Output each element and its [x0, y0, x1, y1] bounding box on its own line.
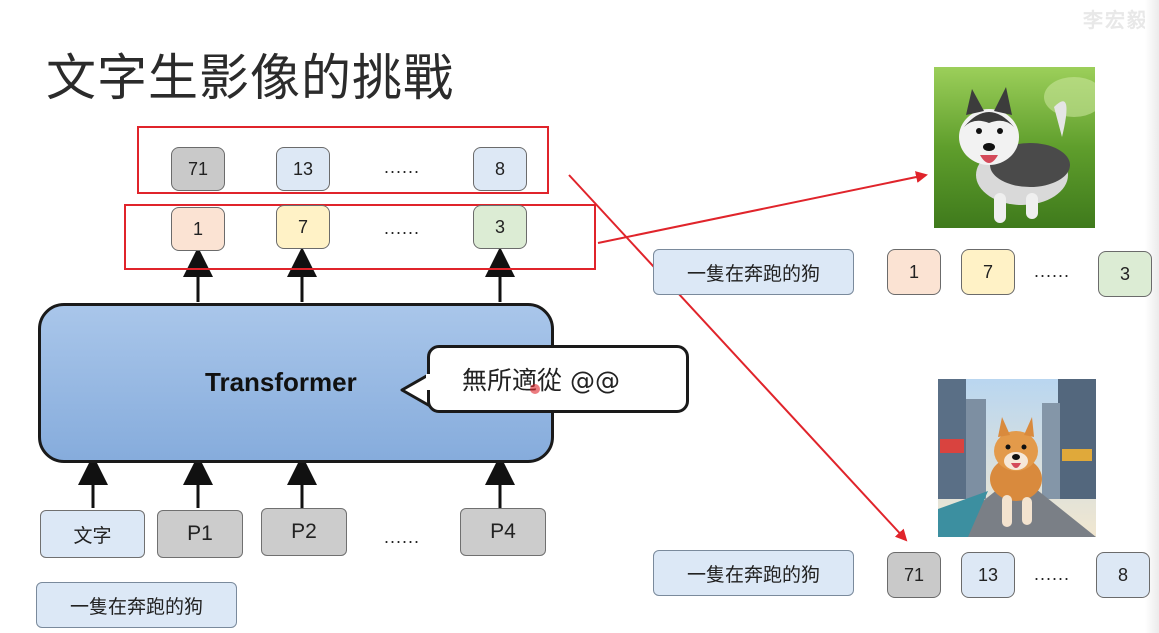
input-patch-p4: P4 — [460, 508, 546, 556]
watermark: 李宏毅 — [1083, 8, 1149, 32]
right-token-1-ellipsis: ...... — [1034, 261, 1071, 281]
right-token-1-3: 3 — [1098, 251, 1152, 297]
right-caption-2: 一隻在奔跑的狗 — [653, 550, 854, 596]
cursor-dot — [530, 384, 540, 394]
left-caption: 一隻在奔跑的狗 — [36, 582, 237, 628]
shiba-illustration — [938, 379, 1096, 537]
mid-token-highlight — [124, 204, 596, 270]
input-ellipsis: ...... — [384, 527, 421, 547]
right-token-2-3: 8 — [1096, 552, 1150, 598]
husky-illustration — [934, 67, 1095, 228]
mid-token-1: 1 — [171, 207, 225, 251]
top-token-1: 71 — [171, 147, 225, 191]
input-patch-p1: P1 — [157, 510, 243, 558]
bubble-tail — [400, 372, 431, 408]
mid-token-ellipsis: ...... — [384, 218, 421, 238]
red-arrow-to-shiba — [568, 174, 908, 542]
transformer-label: Transformer — [205, 367, 357, 397]
top-token-3: 8 — [473, 147, 527, 191]
top-token-highlight — [137, 126, 549, 194]
right-token-2-ellipsis: ...... — [1034, 564, 1071, 584]
input-text-token: 文字 — [40, 510, 145, 558]
right-caption-1: 一隻在奔跑的狗 — [653, 249, 854, 295]
right-token-1-2: 7 — [961, 249, 1015, 295]
right-token-2-1: 71 — [887, 552, 941, 598]
mid-token-3: 3 — [473, 205, 527, 249]
red-arrow-to-husky — [597, 171, 928, 244]
bubble-tail-cover — [426, 374, 434, 390]
confused-speech-bubble: 無所適從 @@ — [427, 345, 689, 413]
input-patch-p2: P2 — [261, 508, 347, 556]
top-token-ellipsis: ...... — [384, 157, 421, 177]
right-token-2-2: 13 — [961, 552, 1015, 598]
shiba-photo — [938, 379, 1096, 537]
slide-edge-shadow — [1145, 0, 1159, 633]
husky-photo — [934, 67, 1095, 228]
mid-token-2: 7 — [276, 205, 330, 249]
slide-title: 文字生影像的挑戰 — [46, 49, 454, 107]
top-token-2: 13 — [276, 147, 330, 191]
right-token-1-1: 1 — [887, 249, 941, 295]
